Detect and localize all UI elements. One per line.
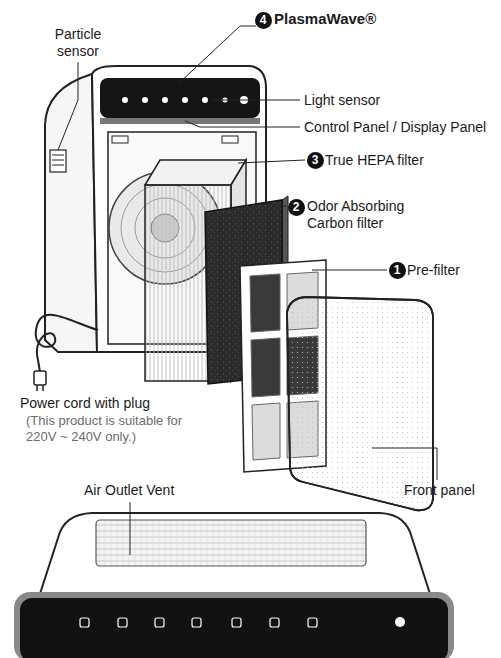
part-label: Particle sensor [42,26,114,60]
callout-circle: 4 [255,12,272,29]
callout-circle: 3 [307,152,324,169]
control-panel [100,78,260,118]
part-label: True HEPA filter [325,152,485,169]
panel-trim [100,118,260,124]
part-label: PlasmaWave® [274,10,394,28]
callout-circle: 2 [288,199,305,216]
unit-side [45,74,97,352]
top-view-unit [14,513,454,658]
part-label: (This product is suitable for 220V ~ 240… [26,413,194,444]
callout-number: 2 [293,200,300,214]
part-label: Front panel [404,482,499,499]
callout-number: 1 [394,263,401,277]
part-label: Air Outlet Vent [84,482,214,499]
callout-number: 3 [312,153,319,167]
front-panel [287,297,433,510]
handle [112,136,128,143]
part-label: Power cord with plug [20,395,220,412]
handle [222,136,238,143]
part-label: Control Panel / Display Panel [304,119,499,136]
part-label: Odor Absorbing Carbon filter [307,198,432,232]
sensor-grille [50,150,66,172]
part-label: Pre-filter [407,262,497,279]
callout-number: 4 [260,13,267,27]
part-label: Light sensor [304,92,424,109]
callout-circle: 1 [389,262,406,279]
leader-lines [58,26,437,555]
power-cord [34,315,98,391]
